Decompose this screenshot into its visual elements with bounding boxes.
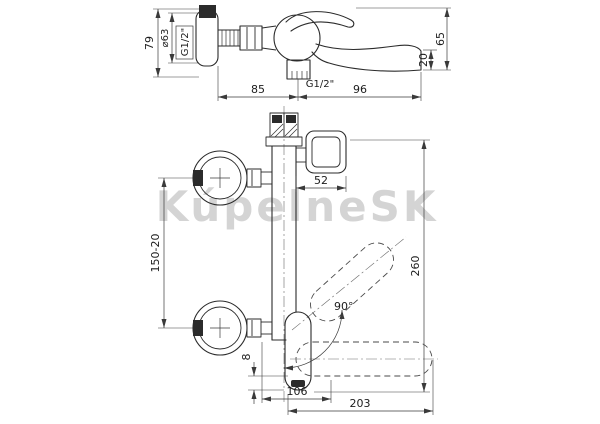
front-view: 90° 52 150-20 260 8 [149, 106, 438, 415]
dim-85-96: 85 96 G1/2" [217, 66, 422, 101]
outlet-thread-label: G1/2" [306, 79, 334, 90]
dim-52: 52 [295, 174, 347, 192]
diagonal-center-line [291, 236, 407, 331]
dim-90deg-label: 90° [334, 300, 354, 313]
dim-203-label: 203 [350, 397, 371, 410]
dim-106: 106 [261, 342, 332, 403]
dim-diameter-63-label: ⌀63 [160, 29, 171, 48]
dim-diameter-63: ⌀63 [160, 12, 199, 64]
wall-escutcheon-side [195, 5, 219, 67]
inlet-thread-label: G1/2" [180, 28, 191, 56]
dim-96-label: 96 [353, 83, 367, 96]
dim-8-label: 8 [240, 354, 253, 361]
dim-79-label: 79 [143, 36, 156, 50]
dim-65: 65 [356, 7, 451, 70]
swivel-arc: 90° [283, 300, 354, 371]
dim-20: 20 [417, 49, 451, 71]
handle-lever-side [285, 11, 355, 32]
watermark: KúpelneSK [156, 182, 439, 231]
inlet-thread-callout: G1/2" [175, 25, 194, 60]
dim-106-label: 106 [287, 385, 308, 398]
mounting-nut-side [239, 25, 277, 51]
handle-front [296, 130, 347, 174]
bottom-outlet-side [286, 59, 311, 80]
dim-150-20-label: 150-20 [149, 234, 162, 273]
dim-8: 8 [240, 354, 288, 404]
dim-150-20: 150-20 [149, 177, 193, 329]
inlet-pipe-side [218, 29, 240, 47]
dim-85-label: 85 [251, 83, 265, 96]
top-connector-front [265, 112, 303, 147]
spout-swivel-diagonal [310, 242, 394, 322]
dim-260-label: 260 [409, 256, 422, 277]
spout-side [311, 43, 422, 72]
dim-79: 79 [143, 8, 199, 78]
dim-20-label: 20 [417, 53, 430, 67]
dim-203: 203 [287, 360, 434, 415]
dim-52-label: 52 [314, 174, 328, 187]
wall-flange-bottom [192, 300, 272, 356]
body-front [271, 145, 297, 341]
dim-260: 260 [314, 139, 430, 393]
dim-65-label: 65 [434, 32, 447, 46]
side-view: 79 ⌀63 G1/2" 20 65 [143, 5, 451, 101]
